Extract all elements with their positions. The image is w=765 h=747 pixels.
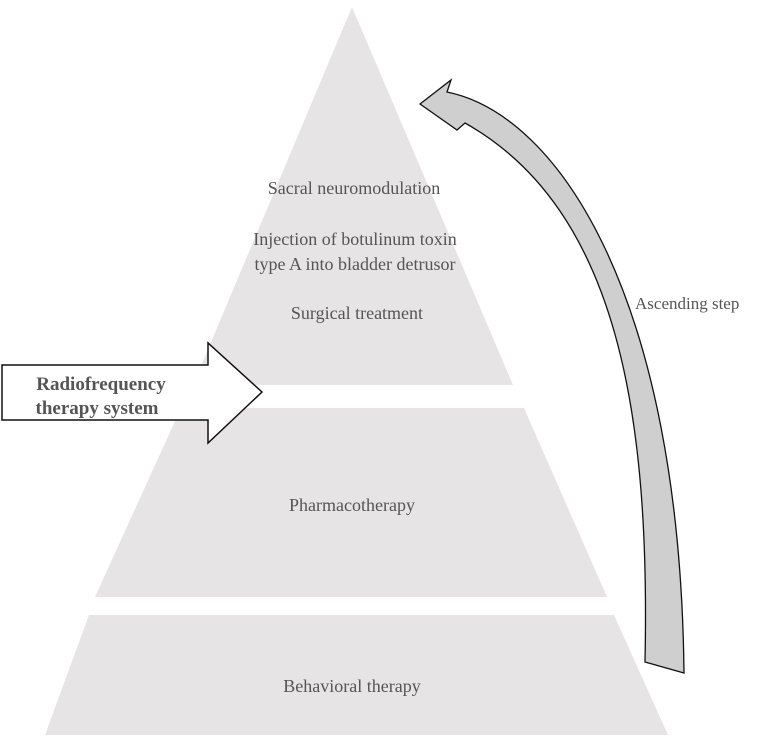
top-tier-item-botox-line2: type A into bladder detrusor [255,254,456,274]
ascending-step-arrow [418,78,685,674]
pyramid-tier-bottom [45,615,668,735]
bottom-tier-label: Behavioral therapy [283,676,420,696]
top-tier-item-sacral: Sacral neuromodulation [268,178,440,198]
radiofrequency-arrow [1,341,264,445]
pyramid-tier-top [193,7,513,385]
top-tier-item-botox-line1: Injection of botulinum toxin [253,229,456,249]
radiofrequency-label-line1: Radiofrequency [36,374,166,395]
ascending-step-label: Ascending step [635,294,739,313]
top-tier-item-surgical: Surgical treatment [291,303,423,323]
radiofrequency-label-line2: therapy system [36,398,159,419]
middle-tier-label: Pharmacotherapy [289,495,415,515]
pyramid-tier-middle [95,408,607,597]
